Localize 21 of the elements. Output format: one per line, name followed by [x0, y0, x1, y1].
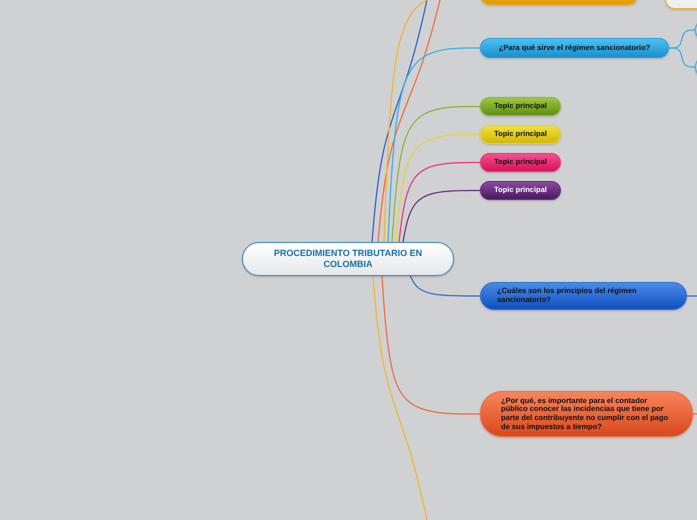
connector-line [398, 162, 480, 242]
connector-line [377, 0, 441, 242]
topic-box [480, 125, 561, 144]
connector-line [372, 276, 428, 520]
connector-line [409, 274, 480, 297]
connector-line [687, 295, 697, 297]
connector-line [387, 47, 480, 242]
topic-box [480, 391, 693, 437]
connector-line [395, 134, 480, 242]
connector-line [402, 190, 480, 242]
topic-box [480, 282, 687, 310]
topic-box [480, 38, 669, 58]
connector-line [381, 276, 480, 415]
connector-line [391, 106, 480, 242]
connector-line [693, 413, 697, 415]
connector-line [371, 0, 428, 242]
topic-box [480, 181, 561, 200]
topic-box [480, 153, 561, 172]
topic-box [480, 97, 561, 116]
central-topic [242, 242, 454, 276]
topic-text: PROCEDIMIENTO TRIBUTARIO EN COLOMBIA [272, 248, 424, 270]
